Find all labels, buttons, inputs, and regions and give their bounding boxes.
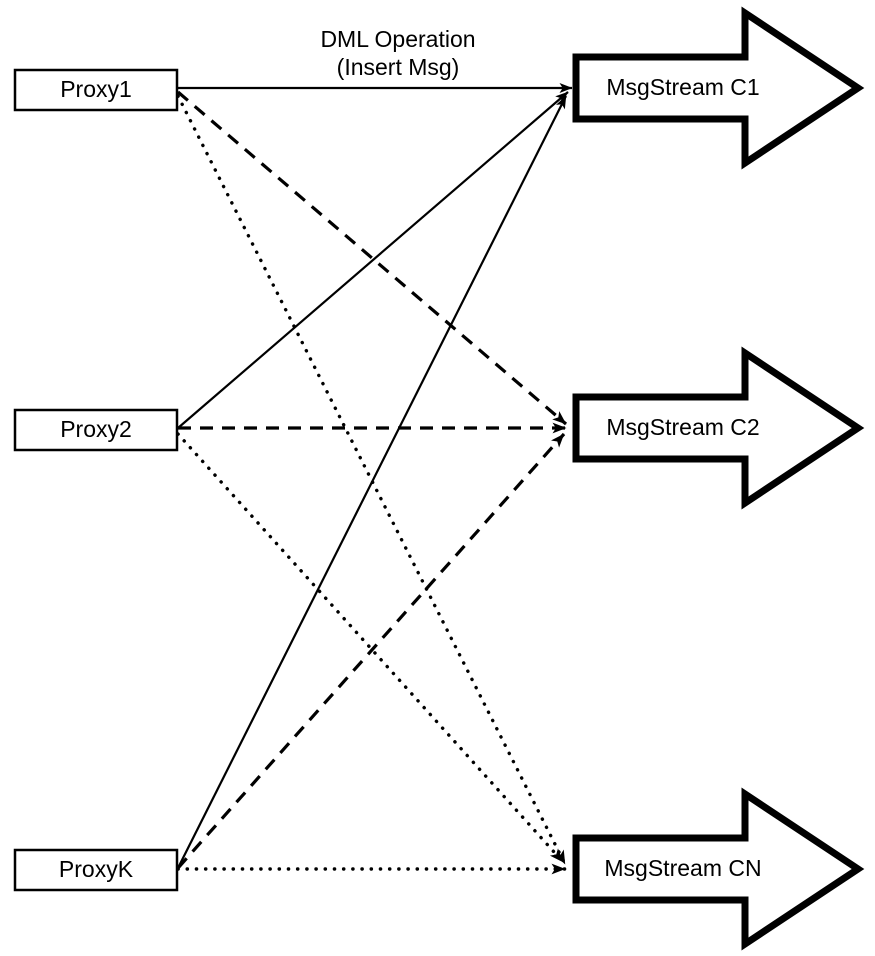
- edge-proxy2-to-cn[interactable]: [176, 432, 565, 864]
- msgstream-node-c1[interactable]: MsgStream C1: [572, 6, 865, 170]
- proxy-node-proxy1[interactable]: Proxy1: [13, 68, 179, 112]
- edge-proxy2-to-c1[interactable]: [177, 91, 569, 429]
- proxy2-box[interactable]: [13, 408, 179, 452]
- proxy-node-proxy2[interactable]: Proxy2: [13, 408, 179, 452]
- msgstream-node-c2[interactable]: MsgStream C2: [572, 346, 865, 510]
- proxy1-label: Proxy1: [60, 76, 132, 102]
- edge-layer: [176, 83, 573, 875]
- proxy2-label: Proxy2: [60, 416, 132, 442]
- proxy-node-proxyk[interactable]: ProxyK: [13, 848, 179, 892]
- proxyk-box[interactable]: [13, 848, 179, 892]
- edge-proxyk-to-c1[interactable]: [177, 95, 567, 869]
- msgstream-c1-block-arrow-icon[interactable]: [572, 6, 865, 170]
- edge-proxy1-to-cn[interactable]: [176, 94, 567, 866]
- proxy-node-group: Proxy1 Proxy2 ProxyK: [13, 68, 179, 892]
- edge-label-dml-operation: DML Operation (Insert Msg): [320, 26, 475, 80]
- msgstream-cn-label: MsgStream CN: [604, 855, 761, 881]
- edge-label-line1: DML Operation: [320, 26, 475, 52]
- msgstream-c1-label: MsgStream C1: [606, 74, 759, 100]
- edge-label-line2: (Insert Msg): [337, 54, 460, 80]
- msgstream-cn-block-arrow-icon[interactable]: [572, 787, 865, 951]
- edge-proxy1-to-c2[interactable]: [176, 90, 568, 426]
- msgstream-node-group: MsgStream C1 MsgStream C2 MsgStream CN: [572, 6, 865, 951]
- msgstream-node-cn[interactable]: MsgStream CN: [572, 787, 865, 951]
- msgstream-c2-label: MsgStream C2: [606, 414, 759, 440]
- proxyk-label: ProxyK: [59, 856, 134, 882]
- msgstream-c2-block-arrow-icon[interactable]: [572, 346, 865, 510]
- proxy1-box[interactable]: [13, 68, 179, 112]
- edge-proxyk-to-c2[interactable]: [176, 432, 566, 870]
